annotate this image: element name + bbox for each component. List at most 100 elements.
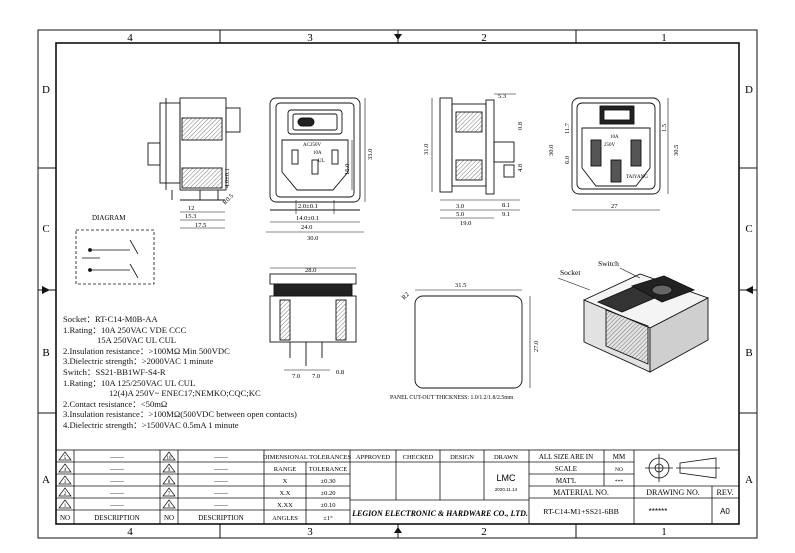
dim-text: 9.1 xyxy=(502,211,510,218)
dim-text: 14.0±0.1 xyxy=(296,215,319,222)
specifications: Socket：RT-C14-M0B-AA 1.Rating：10A 250VAC… xyxy=(63,314,393,431)
spec-line: 2.Insulation resistance：>100MΩ Min 500VD… xyxy=(63,345,230,356)
spec-line: 3.Dielectric strength：>2000VAC 1 minute xyxy=(63,356,214,367)
row-label-right: A xyxy=(745,474,753,486)
panel-cutout xyxy=(414,289,531,389)
company-name: LEGION ELECTRONIC & HARDWARE CO., LTD. xyxy=(351,509,528,518)
row-label-right: B xyxy=(745,347,752,359)
spec-line: 2.Contact resistance：<50mΩ xyxy=(63,398,168,409)
no-label: NO xyxy=(164,514,174,522)
revision-number: 3 xyxy=(64,480,67,485)
dim-text: 31.5 xyxy=(455,282,466,289)
spec-line: 1.Rating：10A 250VAC VDE CCC xyxy=(63,324,187,335)
col-label-bottom: 1 xyxy=(661,526,667,538)
material-number: RT-C14-M1+SS21-6BB xyxy=(543,507,619,516)
panel-note: PANEL CUT-OUT THICKNESS: 1.0/1.2/1.8/2.5… xyxy=(390,395,514,401)
isometric-view xyxy=(557,267,710,373)
dim-text: 19.0 xyxy=(460,220,471,227)
revision-desc: —— xyxy=(109,453,125,461)
drawn-date: 2020.11.14 xyxy=(495,487,518,492)
spec-line: 1.Rating：10A 125/250VAC UL CUL xyxy=(63,377,196,388)
material-no-label: MATERIAL NO. xyxy=(553,488,609,497)
dim-text: 27 xyxy=(611,203,618,210)
units-label: ALL SIZE ARE IN xyxy=(539,453,593,461)
tolerance-range: X.XX xyxy=(277,502,293,509)
revision-desc: —— xyxy=(213,477,229,485)
col-label-top: 1 xyxy=(661,32,667,44)
tolerance-range: X.X xyxy=(279,490,290,497)
front-view-marks: AC250V 10A UL xyxy=(303,143,325,164)
units-value: MM xyxy=(613,453,626,461)
checked-label: CHECKED xyxy=(403,454,434,461)
tolerance-header: TOLERANCE xyxy=(309,466,348,473)
diagram-title: DIAGRAM xyxy=(92,214,126,222)
dim-text: 4.8 xyxy=(517,164,524,172)
dim-text: 12 xyxy=(188,205,195,212)
tolerance-value: ±0.20 xyxy=(321,490,336,497)
revision-number: 4 xyxy=(64,468,67,473)
rear-view-marks: 10A 250V TAIYANG xyxy=(604,135,648,180)
rating-mark: 10A xyxy=(610,135,619,140)
title-block-lines xyxy=(55,449,740,525)
description-label: DESCRIPTION xyxy=(198,514,244,522)
tolerance-value: ±1° xyxy=(323,515,333,522)
dim-text: 8.1 xyxy=(502,202,510,209)
range-header: RANGE xyxy=(274,466,296,473)
revision-desc: —— xyxy=(109,465,125,473)
revision-number: 6 xyxy=(168,504,171,509)
col-label-top: 3 xyxy=(307,32,313,44)
dim-text: 6.0 xyxy=(564,156,571,164)
tolerance-value: ±0.10 xyxy=(321,502,336,509)
dim-text: 30.0 xyxy=(307,235,318,242)
iso-label-socket: Socket xyxy=(560,268,581,277)
dim-text: 1.5 xyxy=(661,124,668,132)
col-label-bottom: 2 xyxy=(481,526,487,538)
dim-text: 0.8 xyxy=(517,122,524,130)
wiring-diagram xyxy=(75,229,155,285)
dim-text: 7.0 xyxy=(292,373,300,380)
design-label: DESIGN xyxy=(450,454,474,461)
dim-text: 17.5 xyxy=(195,222,206,229)
revision-number: 5 xyxy=(64,456,67,461)
tolerance-heading: DIMENSIONAL TOLERANCES xyxy=(263,454,352,461)
dim-text: 7.0 xyxy=(312,373,320,380)
bottom-view-dims: 28.0 7.0 7.0 0.8 xyxy=(292,267,344,380)
spec-line: Socket：RT-C14-M0B-AA xyxy=(63,314,158,324)
projection-symbol-icon xyxy=(645,454,720,482)
spec-line: Switch：SS21-BB1WF-S4-R xyxy=(63,366,166,377)
row-label-left: B xyxy=(42,347,49,359)
col-label-top: 2 xyxy=(481,32,487,44)
revision-desc: —— xyxy=(109,477,125,485)
profile-view-dims: 5.3 0.8 3.0 5.0 19.0 31.0 8.1 9.1 4.8 xyxy=(423,93,524,227)
revision-triangles xyxy=(58,451,176,509)
dim-text: 3.0 xyxy=(456,203,464,210)
row-label-right: C xyxy=(745,223,752,235)
iso-label-switch: Switch xyxy=(598,259,619,268)
material-value: *** xyxy=(615,479,624,485)
spec-line: 15A 250VAC UL CUL xyxy=(97,335,177,346)
dim-text: R0.5 xyxy=(221,193,235,207)
material-label: MAT'L xyxy=(556,477,576,485)
scale-label: SCALE xyxy=(555,465,577,473)
dim-text: 33.0 xyxy=(367,149,374,160)
revision-number: 1 xyxy=(64,504,67,509)
dim-text: 15.3 xyxy=(185,213,196,220)
dim-text: 30.0 xyxy=(548,145,555,156)
dim-text: 5.3 xyxy=(498,93,506,100)
dim-text: 2.0±0.1 xyxy=(298,203,318,210)
scale-value: NO xyxy=(615,467,623,473)
spec-line: 12(4)A 250V~ ENEC17;NEMKO;CQC;KC xyxy=(109,388,261,399)
dim-text: 28.0 xyxy=(305,267,316,274)
dim-text: R2 xyxy=(400,291,410,301)
rear-view-dims: 11.7 6.0 30.0 30.5 1.5 27 xyxy=(548,122,680,210)
rating-mark: TAIYANG xyxy=(626,175,648,180)
rating-mark: 250V xyxy=(604,143,616,148)
rating-mark: AC250V xyxy=(303,143,321,148)
revision-number: 10 xyxy=(167,456,173,461)
dim-text: 24.0 xyxy=(301,224,312,231)
row-label-left: D xyxy=(42,84,50,96)
description-label: DESCRIPTION xyxy=(94,514,140,522)
dim-text: 5.0 xyxy=(456,211,464,218)
tolerance-range: ANGLES xyxy=(272,515,298,522)
